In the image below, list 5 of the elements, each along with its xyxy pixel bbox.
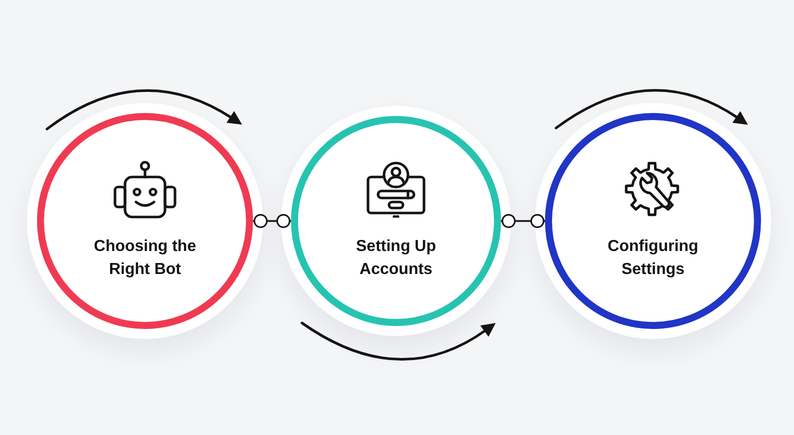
connector	[253, 214, 291, 228]
step-title: Choosing the Right Bot	[92, 237, 198, 280]
step-title: Setting Up Accounts	[355, 237, 437, 280]
step-title: Configuring Settings	[606, 237, 700, 280]
connector	[501, 214, 545, 228]
